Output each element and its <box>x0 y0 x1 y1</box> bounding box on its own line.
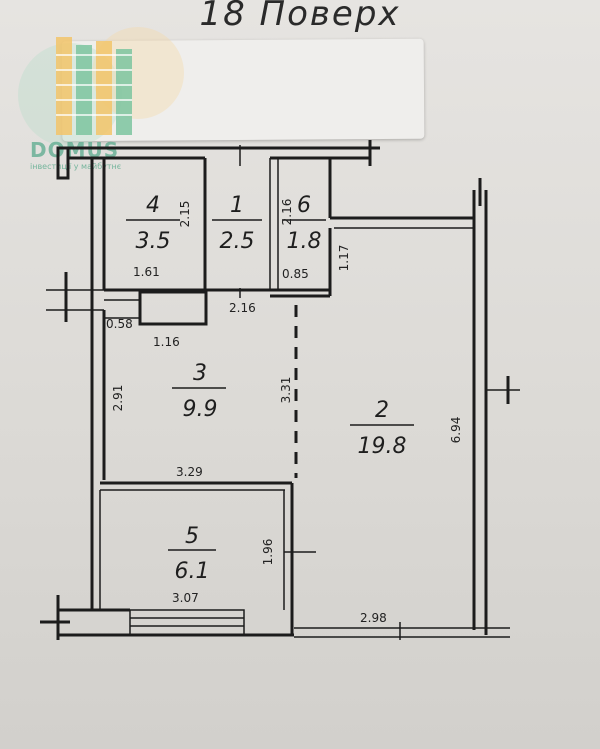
dim-1-17: 1.17 <box>337 245 351 272</box>
wall-segment <box>56 146 70 180</box>
room-6-area: 1.8 <box>287 229 322 254</box>
room-2-number: 2 <box>375 398 389 423</box>
dim-3-29: 3.29 <box>176 465 203 479</box>
room-1-number: 1 <box>230 193 244 218</box>
dim-2-16-vertical: 2.16 <box>280 199 294 226</box>
window-bottom <box>129 609 245 636</box>
dim-2-16-horizontal: 2.16 <box>229 301 256 315</box>
room-4-number: 4 <box>146 193 160 218</box>
room-5-number: 5 <box>185 524 199 549</box>
room-2-area: 19.8 <box>358 434 407 459</box>
dim-2-98: 2.98 <box>360 611 387 625</box>
dim-3-07: 3.07 <box>172 591 199 605</box>
dim-2-91: 2.91 <box>111 385 125 412</box>
domus-logo-icon <box>18 27 184 147</box>
dim-2-15: 2.15 <box>178 201 192 228</box>
room-labels: 4 3.5 1 2.5 6 1.8 3 9.9 2 19.8 5 6.1 <box>136 193 407 584</box>
walls <box>40 140 520 640</box>
floor-title: 18 Поверх <box>199 0 401 34</box>
shaft-box <box>138 290 208 326</box>
dim-3-31: 3.31 <box>279 377 293 404</box>
room-4-area: 3.5 <box>136 229 171 254</box>
room-6-number: 6 <box>297 193 311 218</box>
room-3-number: 3 <box>193 361 207 386</box>
domus-tagline-text: інвестиції у майбутнє <box>30 162 122 171</box>
room-3-area: 9.9 <box>183 397 218 422</box>
dim-1-96: 1.96 <box>261 539 275 566</box>
dim-1-61: 1.61 <box>133 265 160 279</box>
dim-6-94: 6.94 <box>449 417 463 444</box>
dim-0-58: 0.58 <box>106 317 133 331</box>
dim-1-16: 1.16 <box>153 335 180 349</box>
room-1-area: 2.5 <box>220 229 255 254</box>
dim-0-85: 0.85 <box>282 267 309 281</box>
dimension-labels: 2.16 2.15 1.61 0.85 1.17 2.16 0.58 1.16 … <box>106 199 463 625</box>
room-5-area: 6.1 <box>175 559 210 584</box>
